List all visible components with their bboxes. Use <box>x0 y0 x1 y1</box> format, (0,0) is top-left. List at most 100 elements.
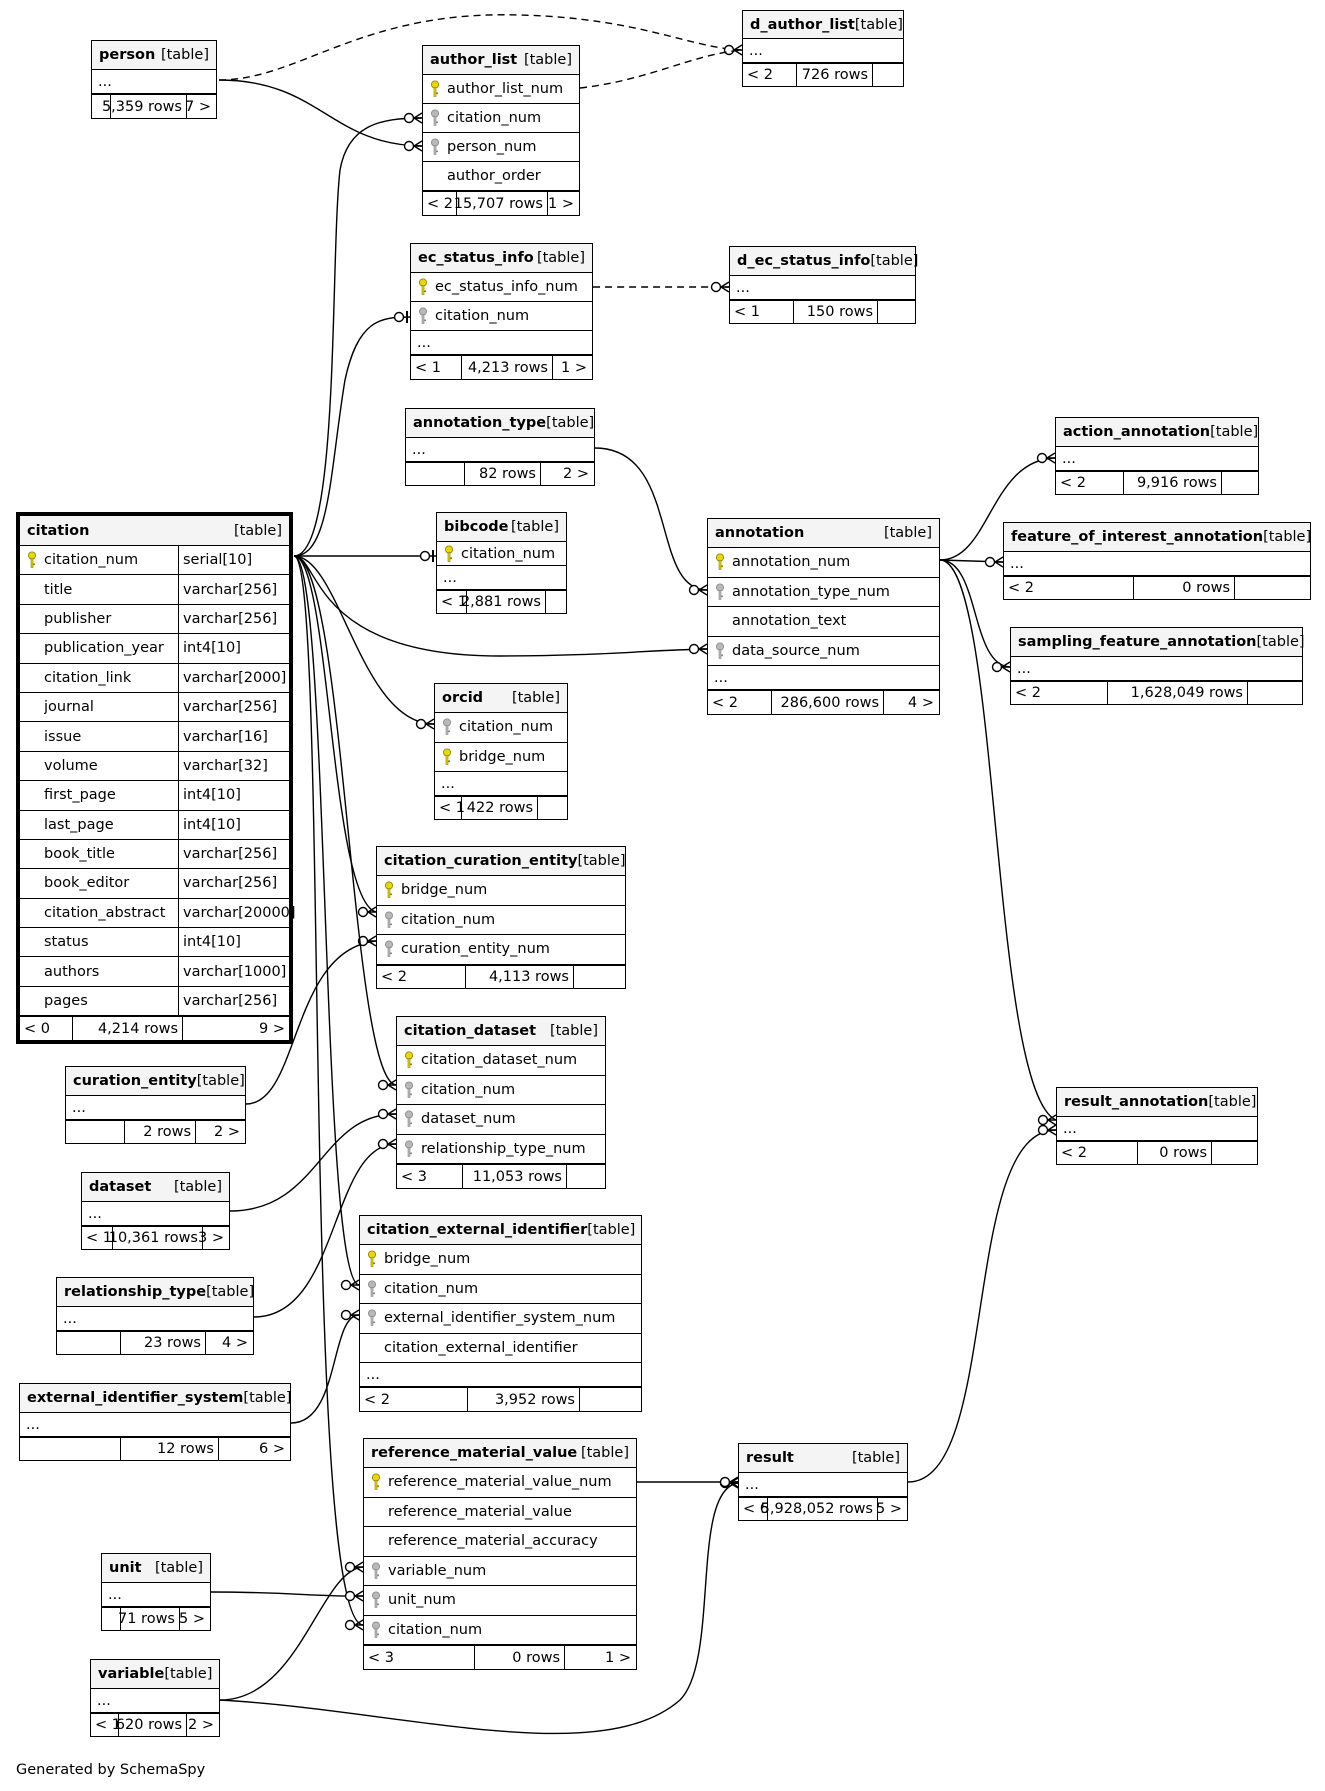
table-sampling-feature-annotation[interactable]: sampling_feature_annotation[table]...< 2… <box>1010 627 1305 705</box>
more-columns-row[interactable]: ... <box>1011 657 1302 681</box>
table-citation-external-identifier[interactable]: citation_external_identifier[table]bridg… <box>359 1215 642 1412</box>
more-columns-row[interactable]: ... <box>1057 1117 1257 1141</box>
table-feature-of-interest-annotation[interactable]: feature_of_interest_annotation[table]...… <box>1003 522 1311 600</box>
column-row[interactable]: citation_num <box>435 713 567 743</box>
column-row[interactable]: bridge_num <box>377 876 625 906</box>
column-row[interactable]: person_num <box>423 133 579 162</box>
column-row[interactable]: citation_num <box>377 906 625 935</box>
column-row[interactable]: citation_num <box>423 104 579 133</box>
link-curation-entity-citation-curation <box>245 935 377 1105</box>
more-columns-row[interactable]: ... <box>1004 552 1310 576</box>
table-reference-material-value[interactable]: reference_material_value[table]reference… <box>363 1438 637 1670</box>
more-columns-row[interactable]: ... <box>91 1689 219 1713</box>
more-columns-row[interactable]: ... <box>82 1202 229 1226</box>
column-row[interactable]: annotation_type_num <box>708 578 939 607</box>
column-row[interactable]: reference_material_value <box>364 1498 636 1527</box>
table-header: variable[table] <box>91 1660 219 1689</box>
column-row[interactable]: annotation_num <box>708 548 939 578</box>
more-columns-row[interactable]: ... <box>411 331 592 355</box>
column-row[interactable]: relationship_type_num <box>397 1135 605 1164</box>
column-row[interactable]: citation_num <box>397 1076 605 1105</box>
more-columns-row[interactable]: ... <box>57 1307 253 1331</box>
column-row[interactable]: curation_entity_num <box>377 935 625 965</box>
table-citation-dataset[interactable]: citation_dataset[table]citation_dataset_… <box>396 1016 606 1189</box>
column-row[interactable]: unit_num <box>364 1586 636 1616</box>
more-columns-row[interactable]: ... <box>1056 447 1258 471</box>
column-name: author_list_num <box>447 81 564 97</box>
column-row[interactable]: external_identifier_system_num <box>360 1304 641 1334</box>
parent-count <box>66 1121 124 1143</box>
column-row[interactable]: citation_num <box>360 1275 641 1304</box>
more-columns-row[interactable]: ... <box>437 566 566 590</box>
more-columns-row[interactable]: ... <box>406 438 594 462</box>
column-row[interactable]: reference_material_accuracy <box>364 1527 636 1557</box>
column-row[interactable]: bridge_num <box>435 743 567 772</box>
more-columns-row[interactable]: ... <box>730 276 915 300</box>
column-row[interactable]: citation_num <box>437 542 566 566</box>
table-kind-label: [table] <box>851 1450 900 1466</box>
table-external-identifier-system[interactable]: external_identifier_system[table]...12 r… <box>19 1383 291 1461</box>
more-columns-row[interactable]: ... <box>435 772 567 796</box>
column-row[interactable]: author_order <box>423 162 579 191</box>
column-row[interactable]: author_list_num <box>423 75 579 104</box>
column-row[interactable]: ec_status_info_num <box>411 273 592 302</box>
more-columns-row[interactable]: ... <box>66 1096 245 1120</box>
column-row[interactable]: citation_num <box>411 302 592 331</box>
row-count: 11,053 rows <box>462 1165 567 1188</box>
foreign-key-icon <box>435 718 459 736</box>
more-columns-row[interactable]: ... <box>20 1413 290 1437</box>
column-row[interactable]: variable_num <box>364 1557 636 1586</box>
table-header: citation_external_identifier[table] <box>360 1216 641 1245</box>
column-row[interactable]: reference_material_value_num <box>364 1468 636 1498</box>
column-row[interactable]: citation_dataset_num <box>397 1046 605 1076</box>
column-row[interactable]: annotation_text <box>708 607 939 637</box>
column-row[interactable]: data_source_num <box>708 637 939 666</box>
column-row[interactable]: citation_external_identifier <box>360 1334 641 1363</box>
more-columns-row[interactable]: ... <box>360 1363 641 1387</box>
column-row[interactable]: citation_num <box>364 1616 636 1645</box>
more-columns-row[interactable]: ... <box>739 1473 907 1497</box>
table-citation-curation-entity[interactable]: citation_curation_entity[table]bridge_nu… <box>376 846 626 989</box>
more-columns-row[interactable]: ... <box>92 70 216 94</box>
column-row[interactable]: bridge_num <box>360 1245 641 1275</box>
column-row[interactable]: dataset_num <box>397 1105 605 1135</box>
more-columns-row[interactable]: ... <box>708 666 939 690</box>
column-name: publication_year <box>44 640 164 657</box>
more-columns-row[interactable]: ... <box>102 1583 210 1607</box>
more-columns-row[interactable]: ... <box>743 39 903 63</box>
